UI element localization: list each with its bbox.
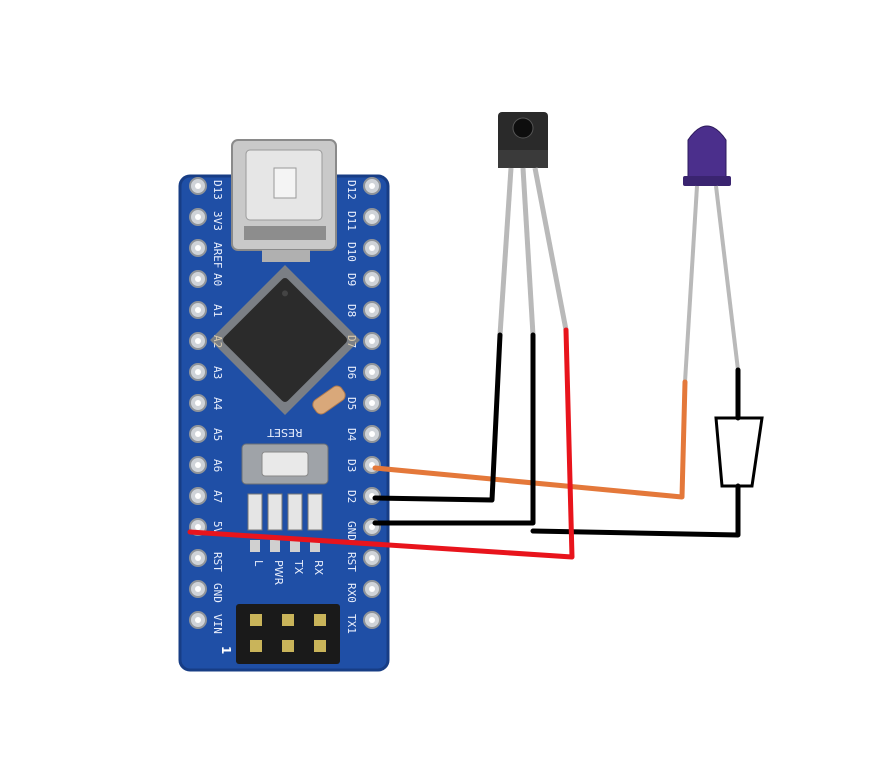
right-pin-label: D2 xyxy=(345,490,358,503)
left-pin-center xyxy=(195,586,201,592)
led-leg-anode xyxy=(683,185,699,383)
led-silk-label: PWR xyxy=(272,560,285,586)
right-pin-center xyxy=(369,307,375,313)
right-pin-center xyxy=(369,276,375,282)
left-pin-center xyxy=(195,493,201,499)
mini-usb-connector-icon xyxy=(231,139,337,262)
receiver-leg-3 xyxy=(532,167,569,331)
icsp-header xyxy=(236,604,340,664)
led-silk-label: L xyxy=(252,560,265,567)
microcontroller-chip-icon xyxy=(210,265,360,415)
left-pin-label: A4 xyxy=(211,397,224,411)
right-pin-label: D5 xyxy=(345,397,358,410)
left-pin-center xyxy=(195,555,201,561)
right-pin-label: RST xyxy=(345,552,358,572)
right-pin-center xyxy=(369,245,375,251)
left-pin-center xyxy=(195,400,201,406)
left-pin-label: A3 xyxy=(211,366,224,379)
resistor-icon xyxy=(714,416,764,488)
right-pin-label: D4 xyxy=(345,428,358,442)
wire-black-d2-to-receiver xyxy=(372,332,503,503)
right-pin-label: D10 xyxy=(345,242,358,262)
led-silk-label: TX xyxy=(292,559,305,575)
left-pin-label: RST xyxy=(211,552,224,572)
wire-orange-d3-to-led xyxy=(372,379,688,500)
left-pin-label: A5 xyxy=(211,428,224,441)
smd-led-array xyxy=(247,493,323,552)
right-pin-center xyxy=(369,369,375,375)
ir-receiver-icon xyxy=(497,112,569,336)
left-pin-label: A1 xyxy=(211,304,224,317)
left-pin-center xyxy=(195,369,201,375)
ir-led-icon xyxy=(683,125,740,383)
right-pin-label: D12 xyxy=(345,180,358,200)
left-pin-label: A6 xyxy=(211,459,224,472)
left-pin-center xyxy=(195,462,201,468)
wires xyxy=(187,327,741,560)
wire-red-5v-to-receiver xyxy=(187,327,575,560)
receiver-leg-1 xyxy=(497,167,514,336)
right-pin-center xyxy=(369,431,375,437)
left-pin-label: 3V3 xyxy=(211,211,224,231)
left-pin-center xyxy=(195,245,201,251)
right-pin-center xyxy=(369,586,375,592)
reset-button-icon[interactable] xyxy=(241,443,329,485)
right-pin-label: TX1 xyxy=(345,614,358,634)
crystal xyxy=(312,385,346,415)
left-pin-center xyxy=(195,617,201,623)
left-pin-center xyxy=(195,183,201,189)
left-pin-label: GND xyxy=(211,583,224,603)
left-pin-center xyxy=(195,431,201,437)
led-leg-cathode xyxy=(714,185,740,371)
left-pin-label: AREF xyxy=(211,242,224,269)
right-pin-center xyxy=(369,555,375,561)
right-pin-label: D9 xyxy=(345,273,358,286)
header-pin1-marker: 1 xyxy=(219,646,233,654)
left-pin-label: D13 xyxy=(211,180,224,200)
left-pin-center xyxy=(195,338,201,344)
right-pin-label: GND xyxy=(345,521,358,541)
right-pin-center xyxy=(369,617,375,623)
wire-black-gnd-to-resistor xyxy=(530,483,741,538)
receiver-leg-2 xyxy=(520,167,536,336)
wire-black-gnd-to-receiver xyxy=(372,332,536,526)
led-silk-label: RX xyxy=(312,560,325,576)
right-pin-center xyxy=(369,338,375,344)
left-pin-label: A7 xyxy=(211,490,224,503)
left-pin-center xyxy=(195,276,201,282)
right-pin-label: D6 xyxy=(345,366,358,379)
right-pin-label: RX0 xyxy=(345,583,358,603)
right-pin-center xyxy=(369,524,375,530)
left-pin-center xyxy=(195,307,201,313)
right-pin-label: D11 xyxy=(345,211,358,231)
right-pin-center xyxy=(369,214,375,220)
right-pin-center xyxy=(369,400,375,406)
left-pin-center xyxy=(195,524,201,530)
left-pin-center xyxy=(195,214,201,220)
right-pin-label: D8 xyxy=(345,304,358,317)
left-pin-label: VIN xyxy=(211,614,224,634)
left-pin-label: A0 xyxy=(211,273,224,286)
right-pin-label: D3 xyxy=(345,459,358,472)
right-pin-center xyxy=(369,183,375,189)
arduino-nano-board: D133V3AREFA0A1A2A3A4A5A6A75VRSTGNDVIN D1… xyxy=(178,139,390,672)
reset-silk-label: RESET xyxy=(267,426,303,439)
